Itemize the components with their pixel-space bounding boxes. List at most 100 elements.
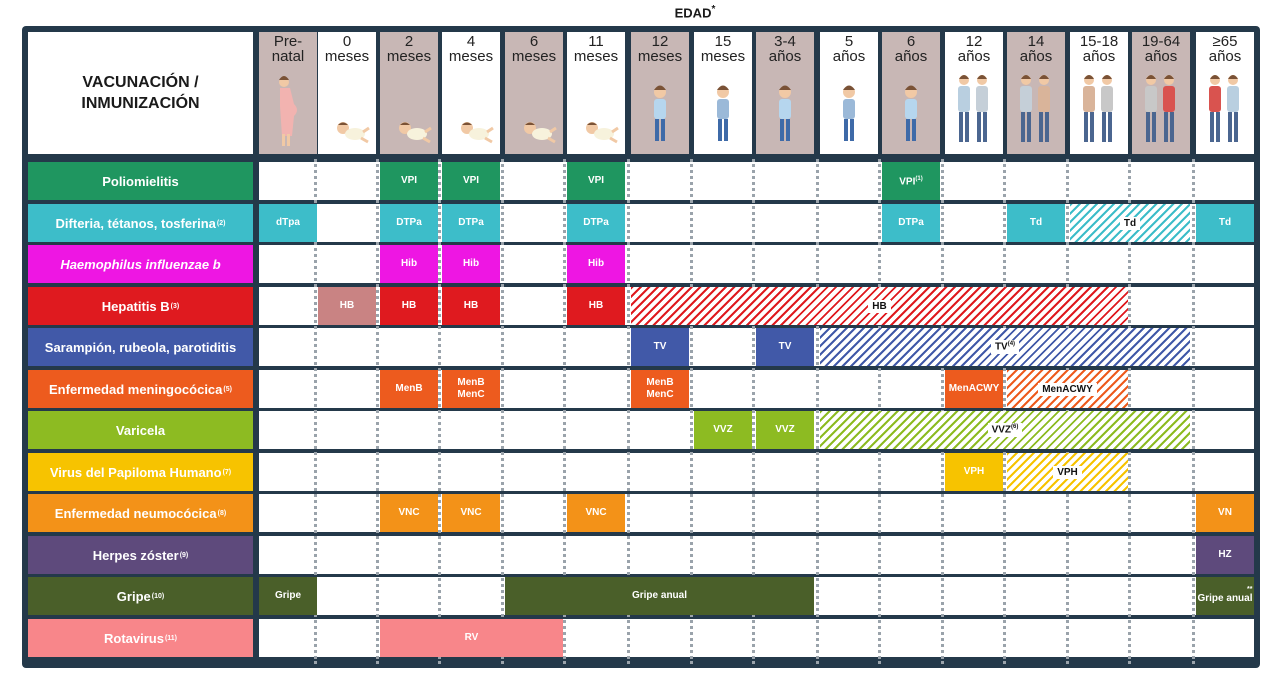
dose-cell: dTpa (259, 204, 317, 242)
column-separator (690, 159, 693, 664)
dose-cell: TV (631, 328, 689, 366)
column-separator (752, 159, 755, 664)
person-illustration-icon (1020, 75, 1050, 142)
dose-cell: VPI (380, 162, 438, 200)
vaccine-label: Haemophilus influenzae b (28, 245, 253, 283)
person-illustration-icon (1209, 75, 1239, 142)
schedule-row (259, 536, 1254, 574)
dose-cell: VPI(1) (882, 162, 940, 200)
dose-cell: HZ (1196, 536, 1254, 574)
person-illustration-icon (779, 85, 791, 141)
dose-cell: Hib (380, 245, 438, 283)
dose-cell: HB (567, 287, 625, 325)
column-separator (627, 159, 630, 664)
dose-cell: TV (756, 328, 814, 366)
vaccine-label: Hepatitis B(3) (28, 287, 253, 325)
dose-cell: Td (1196, 204, 1254, 242)
dose-cell: DTPa (442, 204, 500, 242)
vaccine-label: Difteria, tétanos, tosferina(2) (28, 204, 253, 242)
dose-cell: VPI (567, 162, 625, 200)
column-separator (563, 159, 566, 664)
dose-cell: HB (442, 287, 500, 325)
column-separator (314, 159, 317, 664)
dose-cell: DTPa (567, 204, 625, 242)
age-label: Pre-natal (271, 33, 305, 65)
dose-cell: VNC (380, 494, 438, 532)
dose-cell: HB (318, 287, 376, 325)
dose-cell: DTPa (380, 204, 438, 242)
dose-cell: MenB (380, 370, 438, 408)
dose-cell: VNC (442, 494, 500, 532)
catchup-cell: VVZ(6) (820, 411, 1190, 449)
vaccine-label: Herpes zóster(9) (28, 536, 253, 574)
person-illustration-icon (958, 75, 988, 142)
person-illustration-icon (337, 122, 370, 144)
vaccine-label: Varicela (28, 411, 253, 449)
column-separator (501, 159, 504, 664)
vaccine-label: Poliomielitis (28, 162, 253, 200)
column-separator (816, 159, 819, 664)
dose-cell: Hib (567, 245, 625, 283)
dose-cell: HB (380, 287, 438, 325)
dose-cell: Td (1007, 204, 1065, 242)
header-vaccination: VACUNACIÓN /INMUNIZACIÓN (28, 32, 253, 154)
dose-cell: RV (380, 619, 563, 657)
vaccine-label: Virus del Papiloma Humano(7) (28, 453, 253, 491)
column-separator (376, 159, 379, 664)
catchup-cell: Td (1070, 204, 1190, 242)
catchup-cell: TV(4) (820, 328, 1190, 366)
age-title: EDAD* (674, 4, 716, 21)
dose-cell: VVZ (756, 411, 814, 449)
dose-cell: Gripe anual (505, 577, 814, 615)
dose-cell: VNC (567, 494, 625, 532)
vaccine-label: Enfermedad neumocócica(8) (28, 494, 253, 532)
person-illustration-icon (399, 122, 432, 144)
dose-cell: Hib (442, 245, 500, 283)
age-column-header: Pre-natal (259, 32, 317, 154)
dose-cell: VPI (442, 162, 500, 200)
dose-cell: VN (1196, 494, 1254, 532)
person-illustration-icon (654, 85, 666, 141)
person-illustration-icon (524, 122, 557, 144)
catchup-cell: VPH (1007, 453, 1128, 491)
person-illustration-icon (905, 85, 917, 141)
person-illustration-icon (279, 76, 297, 146)
vaccine-label: Enfermedad meningocócica(5) (28, 370, 253, 408)
person-illustration-icon (586, 122, 619, 144)
vaccine-label: Rotavirus(11) (28, 619, 253, 657)
vaccine-label: Gripe(10) (28, 577, 253, 615)
person-illustration-icon (843, 85, 855, 141)
column-separator (438, 159, 441, 664)
person-illustration-icon (717, 85, 729, 141)
